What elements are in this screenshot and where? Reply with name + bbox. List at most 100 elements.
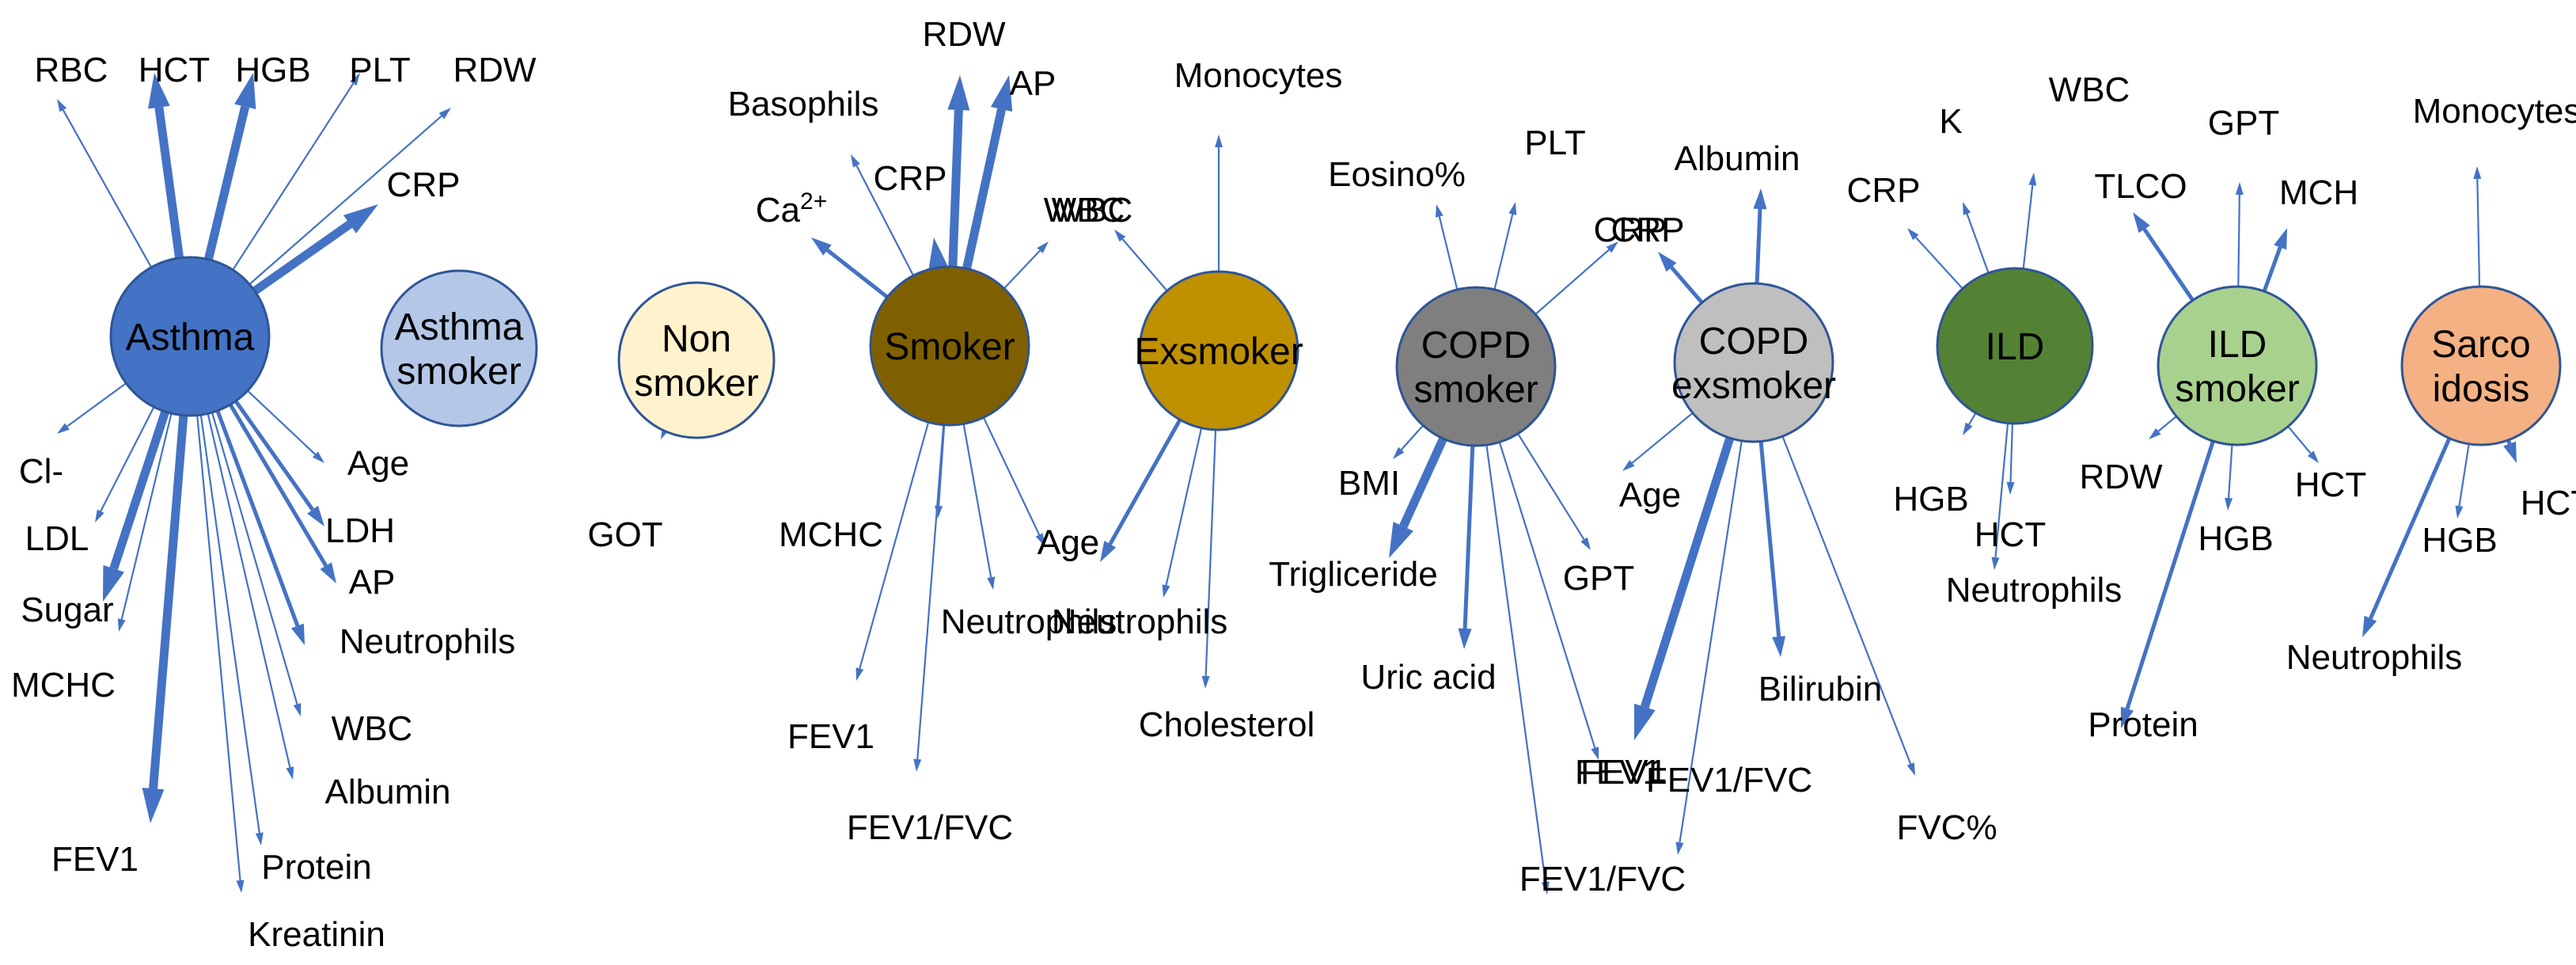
node-label: Non <box>662 318 731 360</box>
edge-label-copd-exsmoker-fev1: FEV1 <box>1580 753 1667 792</box>
edge-line <box>1474 366 1546 883</box>
edge-label-asthma-age: Age <box>347 444 409 483</box>
node-label: Asthma <box>126 317 255 359</box>
edge-label-asthma-neutrophils: Neutrophils <box>340 622 516 661</box>
edge-label-sarcoidosis-neutrophils: Neutrophils <box>2286 638 2463 677</box>
edge-label-ild-smoker-rdw: RDW <box>2079 458 2163 496</box>
node-label: Sarco <box>2431 324 2530 366</box>
edge-label-copd-smoker-plt: PLT <box>1524 123 1585 162</box>
arrowhead <box>343 204 378 234</box>
arrowhead <box>2473 166 2482 180</box>
arrowhead <box>57 99 67 112</box>
edge-label-smoker-basophils: Basophils <box>728 85 879 123</box>
arrowhead <box>1393 446 1405 459</box>
arrowhead <box>2455 505 2464 519</box>
edge-label-ild-smoker-gpt: GPT <box>2208 104 2279 142</box>
node-exsmoker: Exsmoker <box>1134 270 1303 431</box>
arrowhead <box>1201 675 1210 689</box>
arrowhead <box>2503 441 2517 463</box>
node-label: exsmoker <box>1671 365 1836 407</box>
arrowhead <box>1580 537 1591 550</box>
arrowhead <box>307 505 324 526</box>
edge-label-copd-exsmoker-crp: CRP <box>1594 211 1667 249</box>
edge-label-asthma-rbc: RBC <box>35 51 108 89</box>
arrowhead <box>1906 762 1915 776</box>
node-label: ILD <box>2208 324 2267 366</box>
arrowhead <box>2225 497 2233 511</box>
arrowhead <box>1035 533 1045 546</box>
node-circle <box>2157 285 2318 446</box>
node-circle <box>109 256 271 417</box>
arrowhead <box>1508 202 1517 215</box>
arrowhead <box>2149 427 2161 439</box>
edge-label-smoker-fev1: FEV1 <box>787 717 874 756</box>
arrowhead <box>255 832 264 845</box>
arrowhead <box>811 237 832 256</box>
node-label: smoker <box>1413 369 1538 411</box>
arrowhead <box>2274 228 2287 250</box>
edge-label-copd-smoker-uric-acid: Uric acid <box>1360 658 1496 697</box>
arrowhead <box>2235 182 2244 196</box>
arrowhead <box>2028 173 2037 186</box>
arrowhead <box>1435 204 1444 218</box>
edge-label-copd-smoker-fev1: FEV1 <box>1575 753 1662 792</box>
arrowhead <box>1114 230 1126 242</box>
edge-copd-smoker-fev1-fvc <box>1474 366 1550 895</box>
edge-label-sarcoidosis-hgb: HGB <box>2422 521 2497 560</box>
edge-label-ild-smoker-protein: Protein <box>2088 705 2198 744</box>
edge-label-asthma-ldh: LDH <box>325 511 395 550</box>
node-circle <box>2400 285 2562 446</box>
arrowhead <box>1389 522 1413 558</box>
edge-label-asthma-fev1: FEV1 <box>51 840 138 879</box>
node-smoker: Smoker <box>869 265 1030 427</box>
arrowhead <box>987 576 996 590</box>
edge-line <box>188 336 241 881</box>
node-circle <box>869 265 1030 427</box>
arrowhead <box>1100 541 1117 562</box>
arrowhead <box>1622 459 1635 471</box>
edge-label-exsmoker-monocytes: Monocytes <box>1174 56 1343 95</box>
arrowhead <box>1037 241 1049 254</box>
arrowhead <box>350 73 360 86</box>
arrowhead <box>990 75 1013 112</box>
node-label: COPD <box>1699 321 1809 363</box>
arrowhead <box>293 703 302 716</box>
node-circle <box>1138 270 1299 431</box>
edge-label-asthma-ldl: LDL <box>25 519 89 558</box>
edge-label-sarcoidosis-hct: HCT <box>2521 484 2576 522</box>
edge-label-asthma-wbc: WBC <box>332 709 413 748</box>
arrowhead <box>1753 188 1767 210</box>
edge-label-sarcoidosis-monocytes: Monocytes <box>2413 92 2576 131</box>
arrowhead <box>142 788 165 823</box>
arrowhead <box>290 623 305 645</box>
edge-label-asthma-albumin: Albumin <box>325 773 451 811</box>
edge-label-ild-hct: HCT <box>1975 515 2046 554</box>
edge-label-exsmoker-wbc: WBC <box>1052 191 1133 230</box>
arrowhead <box>2307 450 2319 463</box>
edge-label-non-smoker-got: GOT <box>587 515 662 554</box>
edge-label-asthma-protein: Protein <box>261 848 371 887</box>
edge-label-ild-smoker-hct: HCT <box>2295 465 2366 504</box>
arrowhead <box>320 562 336 583</box>
arrowhead <box>2120 706 2134 728</box>
arrowhead <box>1633 703 1656 740</box>
node-label: COPD <box>1421 325 1531 367</box>
node-label: Smoker <box>884 326 1015 368</box>
edge-label-asthma-mchc: MCHC <box>11 666 116 705</box>
arrowhead <box>2006 481 2015 495</box>
arrowhead <box>1963 202 1971 215</box>
arrowhead <box>2362 615 2377 637</box>
edge-label-exsmoker-neutrophils: Neutrophils <box>1052 602 1228 641</box>
arrowhead <box>856 667 864 681</box>
arrowhead <box>1963 422 1973 435</box>
edge-label-smoker-ap: AP <box>1010 64 1057 103</box>
edge-label-ild-smoker-hgb: HGB <box>2198 519 2273 558</box>
edge-label-asthma-cl: Cl- <box>19 452 63 491</box>
edge-label-copd-exsmoker-fvc: FVC% <box>1896 808 1997 847</box>
